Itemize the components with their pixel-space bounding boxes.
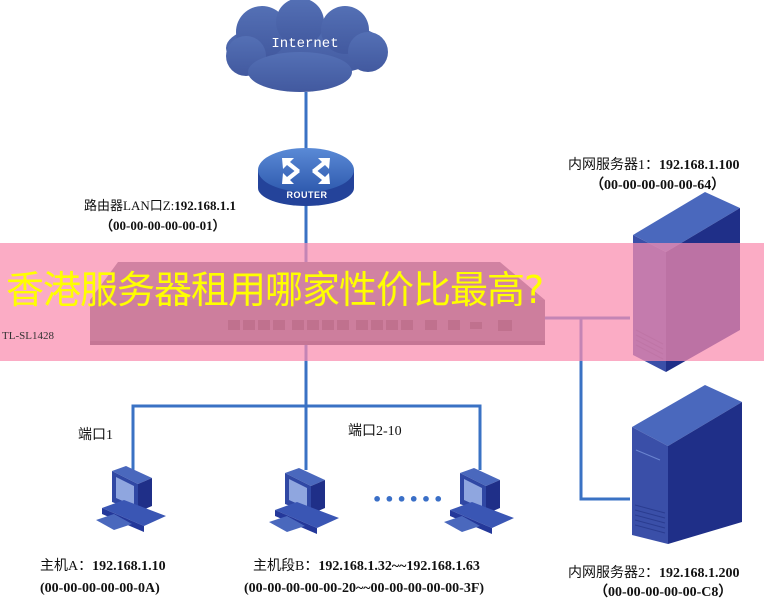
switch-model-label: TL-SL1428: [2, 330, 54, 342]
host-b-ip: 192.168.1.32~~192.168.1.63: [318, 559, 480, 574]
pc-host-b-first-icon: [269, 468, 339, 534]
internet-cloud-icon: [226, 0, 388, 92]
server-1-label: 内网服务器1：192.168.1.100: [568, 157, 740, 174]
host-b-name: 主机段B：: [253, 559, 319, 574]
server-2-label: 内网服务器2：192.168.1.200: [568, 565, 740, 582]
title-banner-overlay: [0, 243, 764, 361]
router-lan-mac: （00-00-00-00-00-01）: [100, 218, 226, 233]
server-2-mac: （00-00-00-00-00-C8）: [594, 585, 733, 600]
router-lan-name: 路由器LAN口Z:: [84, 198, 175, 213]
host-a-name: 主机A：: [40, 559, 93, 574]
host-b-label: 主机段B：192.168.1.32~~192.168.1.63: [253, 558, 480, 575]
host-a-ip: 192.168.1.10: [92, 559, 166, 574]
router-lan-ip: 192.168.1.1: [174, 198, 237, 213]
more-hosts-ellipsis: ••••••: [372, 490, 446, 509]
server-2-icon: [632, 385, 742, 544]
server-2-ip: 192.168.1.200: [659, 566, 740, 581]
internet-label: Internet: [271, 36, 339, 52]
port-1-label: 端口1: [78, 428, 113, 443]
server-1-ip: 192.168.1.100: [659, 158, 740, 173]
title-banner-text: 香港服务器租用哪家性价比最高?: [6, 268, 544, 312]
server-2-name: 内网服务器2：: [568, 566, 659, 581]
pc-host-a-icon: [96, 466, 166, 532]
host-b-mac: (00-00-00-00-00-20~~00-00-00-00-00-3F): [244, 581, 485, 596]
pc-host-b-last-icon: [444, 468, 514, 534]
server-1-mac: （00-00-00-00-00-64）: [590, 178, 726, 193]
port-2-10-label: 端口2-10: [348, 424, 402, 439]
router-badge: ROUTER: [286, 190, 328, 200]
host-a-label: 主机A：192.168.1.10: [40, 558, 166, 575]
router-lan-label: 路由器LAN口Z:192.168.1.1: [84, 198, 236, 214]
host-a-mac: (00-00-00-00-00-0A): [40, 581, 160, 596]
router-icon: [258, 148, 354, 206]
server-1-name: 内网服务器1：: [568, 158, 659, 173]
